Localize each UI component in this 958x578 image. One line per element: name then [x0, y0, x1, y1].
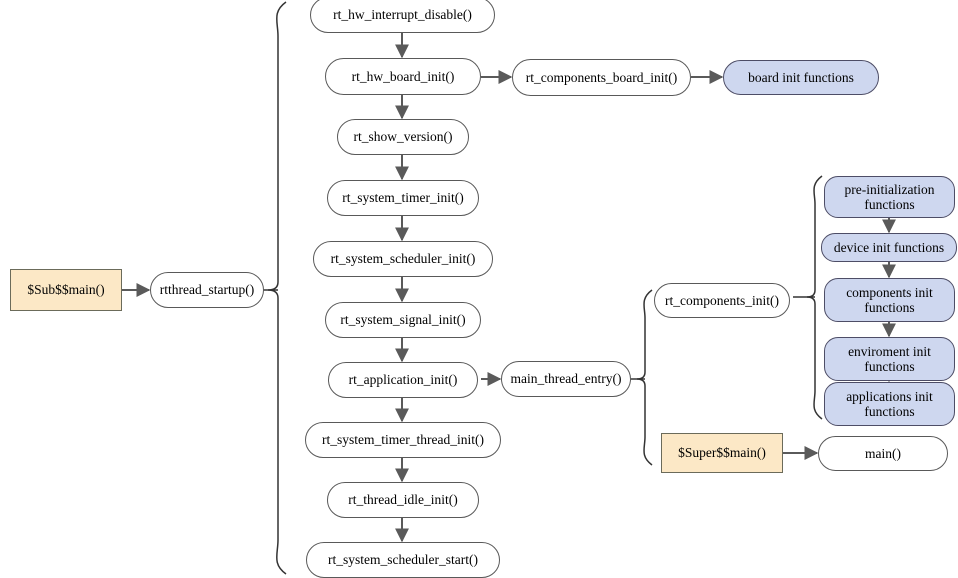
node-applications-init-functions-label: applications init functions — [846, 388, 933, 419]
node-rt-thread-idle-init[interactable]: rt_thread_idle_init() — [327, 482, 479, 518]
node-sub-main-label: $Sub$$main() — [27, 282, 105, 298]
node-sub-main[interactable]: $Sub$$main() — [10, 269, 122, 311]
node-components-init-functions-label: components init functions — [846, 284, 933, 315]
node-main-thread-entry[interactable]: main_thread_entry() — [501, 361, 631, 397]
node-super-main[interactable]: $Super$$main() — [661, 433, 783, 473]
node-enviroment-init-functions[interactable]: enviroment init functions — [824, 337, 955, 381]
node-rt-show-version-label: rt_show_version() — [353, 129, 453, 145]
brace-startup-sequence — [267, 1, 287, 575]
node-rt-application-init-label: rt_application_init() — [348, 372, 458, 388]
node-board-init-functions[interactable]: board init functions — [723, 60, 879, 95]
node-rt-system-timer-thread-init-label: rt_system_timer_thread_init() — [322, 432, 484, 448]
node-rt-hw-interrupt-disable-label: rt_hw_interrupt_disable() — [333, 7, 472, 23]
node-rt-system-timer-thread-init[interactable]: rt_system_timer_thread_init() — [305, 422, 501, 458]
node-main-label: main() — [865, 445, 901, 461]
brace-init-functions — [806, 175, 823, 420]
node-rt-hw-board-init[interactable]: rt_hw_board_init() — [325, 58, 481, 95]
node-rt-system-scheduler-init-label: rt_system_scheduler_init() — [330, 251, 476, 267]
node-applications-init-functions[interactable]: applications init functions — [824, 382, 955, 426]
node-rt-show-version[interactable]: rt_show_version() — [337, 119, 469, 155]
node-super-main-label: $Super$$main() — [678, 445, 766, 461]
node-rt-components-board-init[interactable]: rt_components_board_init() — [512, 59, 691, 96]
node-rt-system-timer-init[interactable]: rt_system_timer_init() — [327, 180, 479, 216]
brace-main-thread-entry — [636, 289, 653, 466]
node-rt-system-scheduler-init[interactable]: rt_system_scheduler_init() — [313, 241, 493, 277]
node-main-thread-entry-label: main_thread_entry() — [510, 371, 622, 387]
node-device-init-functions-label: device init functions — [833, 239, 945, 255]
node-rt-hw-interrupt-disable[interactable]: rt_hw_interrupt_disable() — [310, 0, 495, 33]
node-rt-system-signal-init[interactable]: rt_system_signal_init() — [325, 302, 481, 338]
node-rt-components-init[interactable]: rt_components_init() — [654, 283, 790, 318]
node-rt-system-signal-init-label: rt_system_signal_init() — [340, 312, 466, 328]
node-board-init-functions-label: board init functions — [748, 69, 854, 85]
node-enviroment-init-functions-label: enviroment init functions — [848, 343, 931, 374]
node-components-init-functions[interactable]: components init functions — [824, 278, 955, 322]
node-rt-thread-idle-init-label: rt_thread_idle_init() — [348, 492, 458, 508]
node-rt-components-init-label: rt_components_init() — [665, 292, 779, 308]
node-rtthread-startup-label: rtthread_startup() — [159, 282, 255, 298]
node-rtthread-startup[interactable]: rtthread_startup() — [150, 272, 264, 308]
node-rt-application-init[interactable]: rt_application_init() — [328, 362, 478, 398]
node-rt-system-scheduler-start[interactable]: rt_system_scheduler_start() — [306, 542, 500, 578]
node-main[interactable]: main() — [818, 436, 948, 471]
node-pre-initialization-functions-label: pre-initialization functions — [844, 181, 935, 212]
node-rt-components-board-init-label: rt_components_board_init() — [525, 69, 678, 85]
node-device-init-functions[interactable]: device init functions — [821, 233, 957, 262]
node-rt-hw-board-init-label: rt_hw_board_init() — [351, 68, 455, 84]
node-pre-initialization-functions[interactable]: pre-initialization functions — [824, 176, 955, 218]
node-rt-system-timer-init-label: rt_system_timer_init() — [342, 190, 464, 206]
node-rt-system-scheduler-start-label: rt_system_scheduler_start() — [328, 552, 478, 568]
